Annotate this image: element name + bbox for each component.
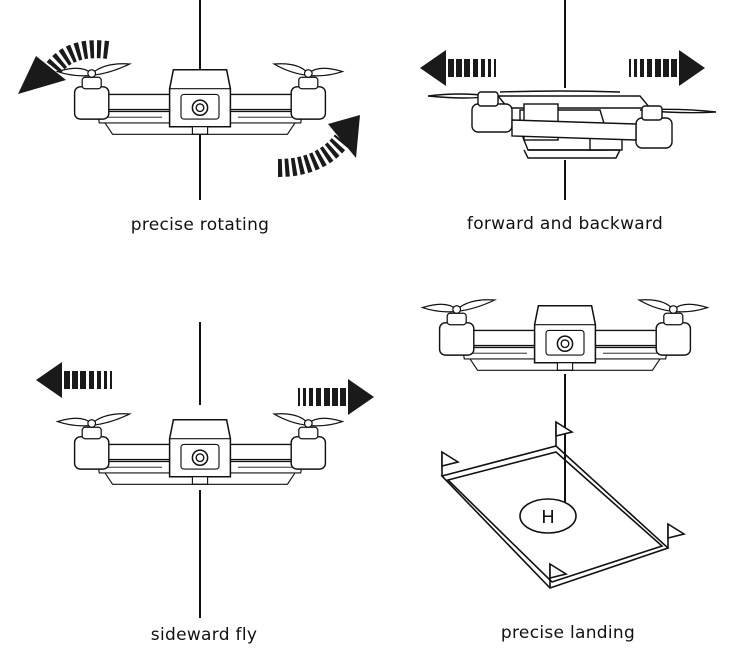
rotate-arrow-left-icon xyxy=(18,40,110,94)
caption-precise-landing: precise landing xyxy=(500,623,636,643)
caption-precise-rotating: precise rotating xyxy=(130,215,270,235)
panel-precise-rotating xyxy=(18,0,360,200)
panel-sideward-fly xyxy=(36,322,374,618)
landing-pad xyxy=(440,420,687,589)
landing-pad-letter: H xyxy=(541,507,555,528)
arrow-left-icon xyxy=(36,362,112,398)
rotate-arrow-right-icon xyxy=(277,115,360,177)
panel-forward-backward xyxy=(420,0,717,200)
arrow-right-icon xyxy=(298,379,374,415)
caption-sideward-fly: sideward fly xyxy=(150,625,258,645)
caption-forward-backward: forward and backward xyxy=(466,214,664,234)
drone-icon xyxy=(56,412,344,486)
drone-side-icon xyxy=(427,90,717,159)
panel-precise-landing: H xyxy=(421,298,709,589)
drone-icon xyxy=(56,62,344,136)
arrow-backward-icon xyxy=(420,50,496,86)
arrow-forward-icon xyxy=(629,50,705,86)
drone-icon xyxy=(421,298,709,372)
